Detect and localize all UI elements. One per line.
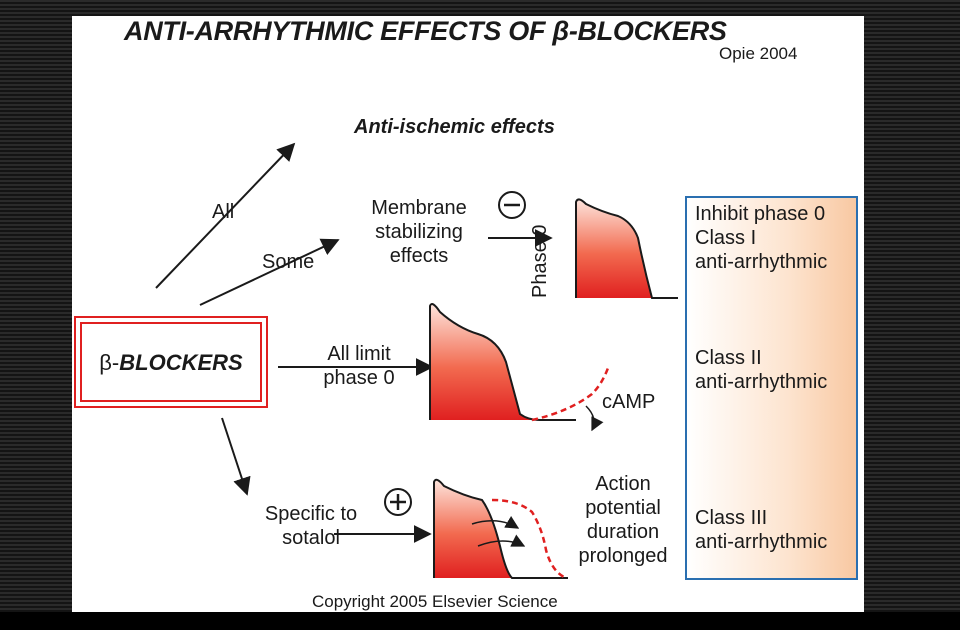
- slide: ANTI-ARRHYTHMIC EFFECTS OF β-BLOCKERS Op…: [72, 16, 864, 612]
- camp-label: cAMP: [602, 391, 656, 413]
- apd-label: Action potential duration prolonged: [578, 473, 668, 567]
- some-label: Some: [262, 251, 315, 273]
- page-title: ANTI-ARRHYTHMIC EFFECTS OF β-BLOCKERS: [124, 16, 727, 46]
- phase0-axis-label: Phase 0: [529, 224, 551, 298]
- all-label: All: [212, 201, 235, 223]
- action-potential-bottom: [433, 478, 568, 580]
- arrow-some: [199, 238, 340, 306]
- beta-blockers-box: β-BLOCKERS: [74, 316, 268, 408]
- bottom-bar: [0, 612, 960, 630]
- class-1-label: Inhibit phase 0 Class I anti-arrhythmic: [695, 203, 828, 273]
- action-potential-top: [575, 198, 678, 299]
- anti-ischemic-label: Anti-ischemic effects: [354, 116, 555, 138]
- sotalol-label: Specific to sotalol: [264, 503, 358, 549]
- beta-blockers-label: β-BLOCKERS: [99, 350, 243, 375]
- arrow-all: [155, 142, 296, 289]
- action-potential-middle: [429, 303, 610, 432]
- copyright: Copyright 2005 Elsevier Science: [312, 592, 558, 611]
- page-subtitle: Opie 2004: [719, 44, 798, 63]
- diagram-art: [155, 142, 678, 580]
- class-3-label: Class III anti-arrhythmic: [695, 507, 828, 553]
- all-limit-label: All limit phase 0: [323, 343, 395, 389]
- class-2-label: Class II anti-arrhythmic: [695, 347, 828, 393]
- class-box: Inhibit phase 0 Class I anti-arrhythmic …: [685, 196, 858, 580]
- arrow-down: [221, 417, 251, 496]
- membrane-label: Membrane stabilizing effects: [371, 197, 467, 267]
